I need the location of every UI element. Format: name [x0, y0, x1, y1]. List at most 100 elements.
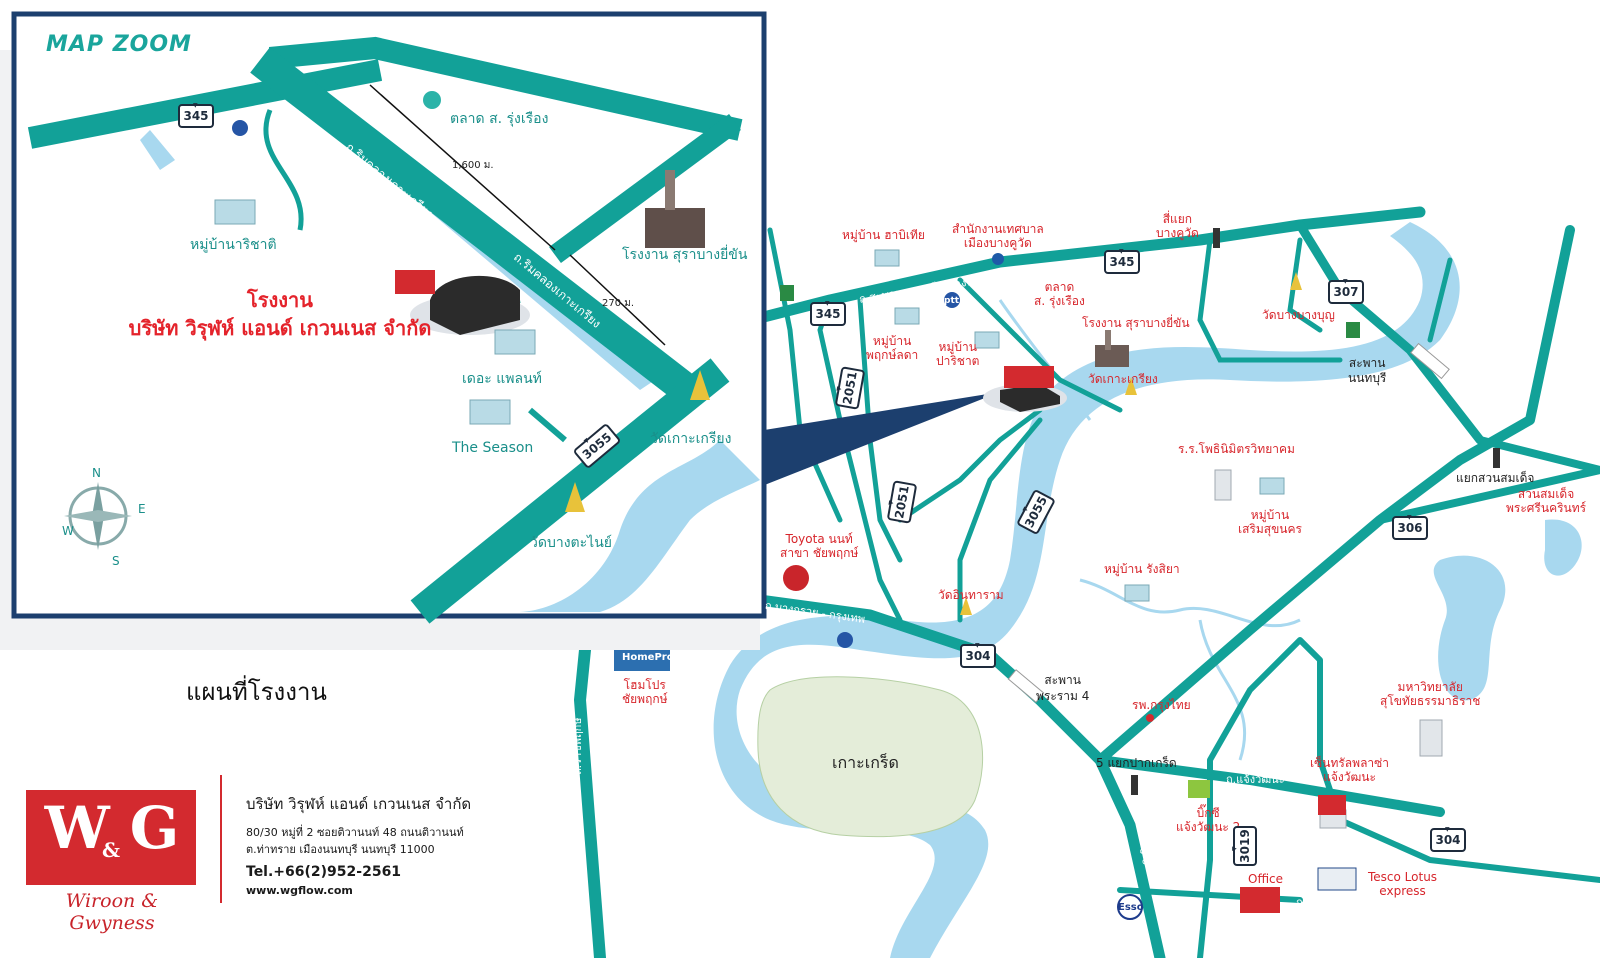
label-moo-pruksa-1: หมู่บ้าน [872, 334, 912, 348]
shield-306: 306 [1392, 515, 1428, 540]
chao-phraya-river [713, 222, 1460, 958]
seven-eleven-icon-1 [780, 285, 794, 301]
zoom-market-label: ตลาด ส. รุ่งเรือง [450, 111, 549, 127]
label-toyota-1: Toyota นนท์ [785, 532, 853, 546]
label-park: สวนสมเด็จพระศรีนครินทร์ [1506, 487, 1586, 515]
compass-s: S [112, 554, 120, 568]
label-bridge-rama4-1: สะพาน [1044, 673, 1081, 687]
ptt-icon-main-2 [837, 632, 853, 648]
label-homepro: โฮมโปรชัยพฤกษ์ [622, 678, 668, 706]
pond-east [1433, 555, 1506, 701]
label-municipal-office-2: เมืองบางคูวัด [963, 236, 1032, 250]
compass-n: N [92, 466, 101, 480]
label-municipal-office-1: สำนักงานเทศบาล [952, 222, 1044, 236]
label-park-2: พระศรีนครินทร์ [1506, 501, 1587, 515]
label-moo-parichat-1: หมู่บ้าน [938, 340, 977, 354]
logo-name: Wiroon & Gwyness [65, 890, 159, 934]
compass-e: E [138, 502, 146, 516]
label-toyota: Toyota นนท์สาขา ชัยพฤกษ์ [780, 532, 858, 560]
label-wat-intharam: วัดอินทาราม [938, 588, 1004, 602]
label-university-1: มหาวิทยาลัย [1397, 680, 1463, 694]
label-liquor-factory: โรงงาน สุราบางยี่ขัน [1082, 316, 1190, 330]
factory-title: โรงงาน บริษัท วิรุฬห์ แอนด์ เกวนเนส จำกั… [110, 286, 450, 342]
label-bigc: บิ๊กซีแจ้งวัฒนะ 2 [1176, 806, 1240, 834]
label-moo-parichat: หมู่บ้านปาริชาต [936, 340, 979, 368]
label-yaek-pakkret: 5 แยกปากเกร็ด [1096, 756, 1177, 770]
bridge-rama4 [1007, 669, 1045, 703]
zoom-wat-koh-kriang: วัดเกาะเกรียง [650, 431, 732, 447]
label-wat-koh-kriang: วัดเกาะเกรียง [1088, 372, 1158, 386]
zoom-liquor-factory: โรงงาน สุราบางยี่ขัน [622, 247, 748, 263]
label-moo-parichat-2: ปาริชาต [936, 354, 980, 368]
label-bigc-2: แจ้งวัฒนะ 2 [1176, 820, 1241, 834]
company-divider [220, 775, 222, 903]
label-road-ratchaphruek: ถ.ราชพฤกษ์ [571, 717, 584, 775]
tesco-icon [1317, 867, 1357, 891]
traffic-light-icons [1131, 228, 1500, 795]
logo-mark-w: W [44, 794, 110, 862]
canal-lines [998, 299, 1301, 761]
koh-kret-island [757, 676, 984, 838]
label-wat-bang-bun: วัดบางบางบุญ [1262, 308, 1335, 322]
label-tesco-2: express [1379, 884, 1426, 898]
zoom-dist-270: 270 ม. [602, 298, 635, 309]
company-website[interactable]: www.wgflow.com [246, 884, 353, 897]
factory-title-line2: บริษัท วิรุฬห์ แอนด์ เกวนเนส จำกัด [128, 316, 432, 340]
label-si-yaek-1: สี่แยก [1162, 212, 1193, 226]
zoom-pointer [752, 392, 1000, 490]
compass-w: W [62, 524, 74, 538]
shield-3019: 3019 [1233, 826, 1257, 866]
label-moo-pruksa-2: พฤกษ์ลดา [866, 348, 919, 362]
logo-mark-g: G [129, 794, 180, 862]
label-esso: Esso [1118, 902, 1144, 913]
label-market: ตลาดส. รุ่งเรือง [1034, 280, 1085, 308]
shield-345-zoom: 345 [178, 103, 214, 128]
factory-title-line1: โรงงาน [247, 288, 313, 312]
label-moo-pruksa: หมู่บ้านพฤกษ์ลดา [866, 334, 918, 362]
zoom-the-season: The Season [452, 440, 534, 456]
bigc-icon [1188, 780, 1210, 798]
village-icons [874, 249, 1285, 602]
label-bridge-rama4-2: พระราม 4 [1036, 689, 1090, 703]
shield-345-a: 345 [1104, 249, 1140, 274]
pond-park [1544, 519, 1582, 576]
zoom-village-narichat: หมู่บ้านาริชาติ [190, 237, 277, 253]
logo-amp: & [102, 838, 121, 862]
label-koh-kret: เกาะเกร็ด [832, 753, 899, 772]
bridge-nonthaburi [1410, 342, 1450, 380]
liquor-factory-icon [1095, 330, 1129, 367]
label-university: มหาวิทยาลัยสุโขทัยธรรมาธิราช [1380, 680, 1480, 708]
seven-eleven-icon-2 [1346, 322, 1360, 338]
label-market-2: ส. รุ่งเรือง [1034, 294, 1085, 308]
label-bridge-nonthaburi: สะพานนนทบุรี [1348, 356, 1386, 386]
label-moo-sermsuk-2: เสริมสุขนคร [1238, 522, 1302, 536]
office-logo-icon [1240, 887, 1280, 913]
label-bridge-rama4: สะพานพระราม 4 [1036, 672, 1089, 704]
label-toyota-2: สาขา ชัยพฤกษ์ [780, 546, 859, 560]
label-si-yaek-2: บางคูวัด [1156, 226, 1199, 240]
toyota-icon [783, 565, 809, 591]
label-municipal-office: สำนักงานเทศบาลเมืองบางคูวัด [952, 222, 1044, 250]
label-school: ร.ร.โพธินิมิตรวิทยาคม [1178, 442, 1295, 456]
temple-icons [960, 272, 1302, 615]
zoom-content [27, 36, 760, 624]
shield-345-b: 345 [810, 301, 846, 326]
municipal-star-icon [992, 253, 1004, 265]
company-address-1: 80/30 หมู่ที่ 2 ซอยติวานนท์ 48 ถนนติวานน… [246, 826, 464, 839]
main-factory-icon [983, 366, 1067, 412]
zoom-the-planet: เดอะ แพลนท์ [462, 371, 542, 387]
homepro-sign: HomePro [622, 652, 674, 663]
label-office: Office [1248, 872, 1284, 886]
label-homepro-2: ชัยพฤกษ์ [622, 692, 668, 706]
shield-307: 307 [1328, 279, 1364, 304]
company-address-2: ต.ท่าทราย เมืองนนทบุรี นนทบุรี 11000 [246, 843, 435, 856]
shield-304-b: 304 [1430, 827, 1466, 852]
label-road-samakkhi: ถ.สามัคคี [1296, 896, 1342, 909]
label-university-2: สุโขทัยธรรมาธิราช [1380, 694, 1481, 708]
label-homepro-1: โฮมโปร [623, 678, 666, 692]
label-moo-sermsuk-1: หมู่บ้าน [1250, 508, 1290, 522]
company-name: บริษัท วิรุฬห์ แอนด์ เกวนเนส จำกัด [246, 795, 472, 813]
